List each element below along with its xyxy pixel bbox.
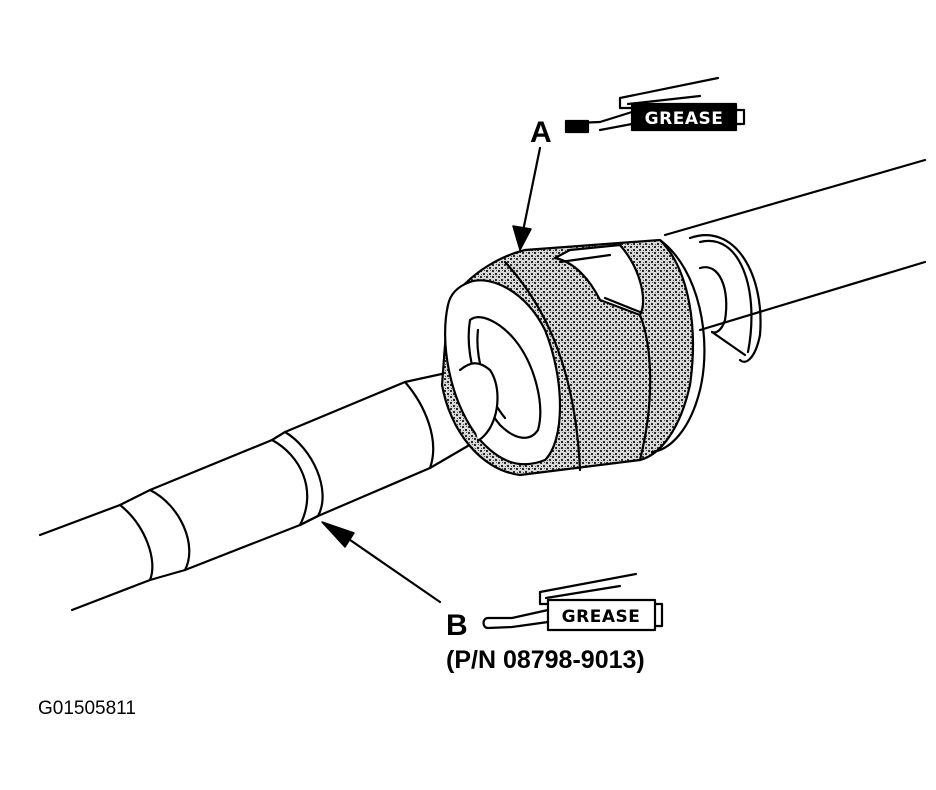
tie-rod-shaft: [38, 368, 480, 612]
callout-letter-b: B: [446, 609, 468, 642]
grease-gun-icon: [564, 76, 746, 134]
leader-arrow-b: [321, 521, 442, 604]
grease-label-a: GREASE: [645, 109, 724, 129]
figure-id: G01505811: [38, 698, 136, 719]
leader-arrow-a: [512, 146, 542, 251]
rack-end-lock-nut: [440, 238, 706, 477]
callout-letter-a: A: [530, 116, 552, 149]
part-number-label: (P/N 08798-9013): [446, 646, 645, 674]
rack-housing-tube: [663, 158, 927, 363]
grease-gun-icon: [482, 572, 664, 632]
grease-label-b: GREASE: [562, 607, 641, 627]
